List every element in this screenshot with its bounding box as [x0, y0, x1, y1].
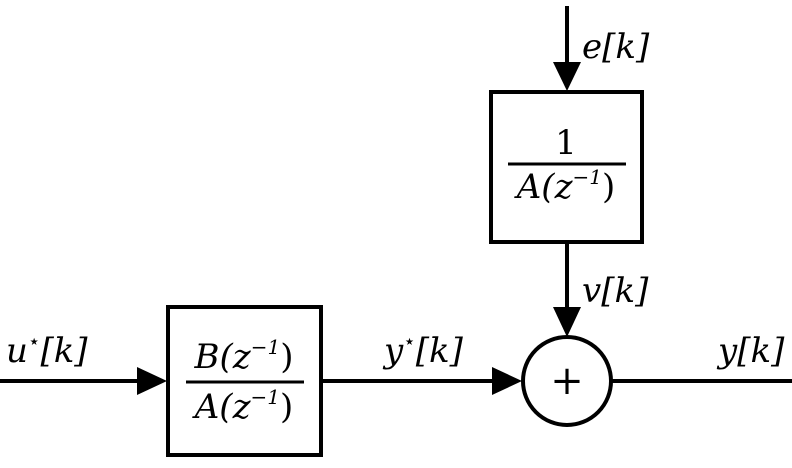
- ystar-arrowhead: [492, 367, 522, 395]
- summing-junction-plus: +: [550, 358, 584, 404]
- label-y-star: y⋆[k]: [382, 329, 464, 371]
- noise-input-arrowhead: [553, 62, 581, 91]
- v-arrowhead: [553, 307, 581, 337]
- plant-denominator: A(z−1): [192, 385, 293, 427]
- label-v: v[k]: [582, 271, 649, 311]
- noise-filter-block: [489, 90, 644, 244]
- label-e: e[k]: [582, 27, 650, 67]
- label-u-star: u⋆[k]: [6, 329, 88, 371]
- label-y: y[k]: [716, 331, 785, 371]
- noise-numerator: 1: [555, 123, 577, 163]
- noise-denominator: A(z−1): [514, 165, 615, 207]
- input-arrowhead: [137, 367, 167, 395]
- plant-numerator: B(z−1): [194, 335, 294, 377]
